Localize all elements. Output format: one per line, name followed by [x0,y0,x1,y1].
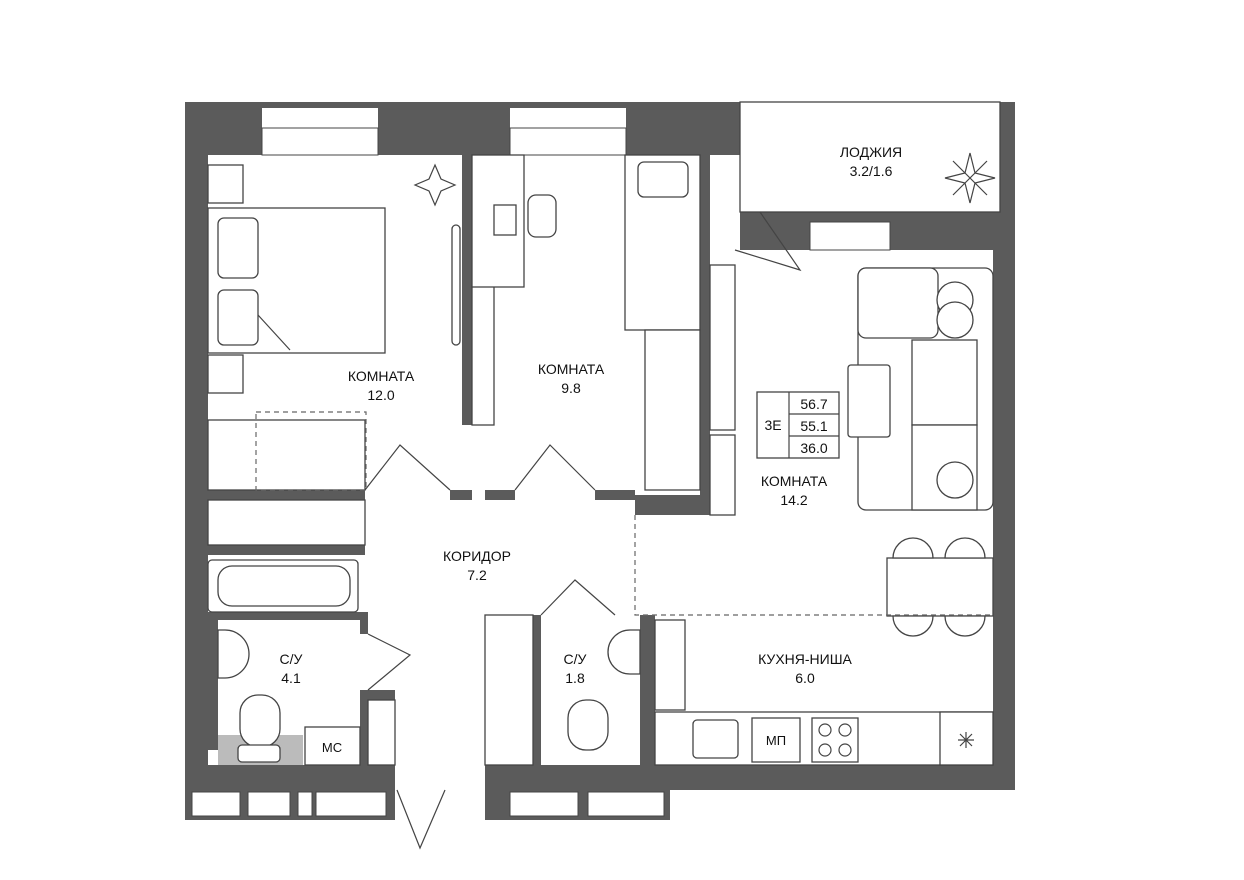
kitchen-sink [692,719,739,759]
toilet [567,699,609,751]
area-without-loggia: 55.1 [800,418,827,434]
bath2-name: С/У [564,651,587,667]
apartment-code: 3Е [764,417,781,433]
living-area-label: 14.2 [780,492,807,508]
radiator [471,284,495,426]
bedroom1-area: 12.0 [367,387,394,403]
bed [207,164,386,394]
loggia-outline [739,101,1001,213]
shoe-rack [367,699,396,766]
corridor-area: 7.2 [467,567,487,583]
loggia-name: ЛОДЖИЯ [840,144,902,160]
sink [217,629,250,679]
door [540,579,616,616]
bath1-name: С/У [280,651,303,667]
bath2-area: 1.8 [565,670,585,686]
bedroom2-name: КОМНАТА [538,361,605,377]
wardrobe [207,419,366,491]
wardrobe [207,499,366,546]
door [367,633,412,691]
fridge [654,619,686,711]
plant-icon [413,163,457,207]
microwave-label: МП [766,733,786,748]
toilet [239,694,281,748]
wardrobe [709,264,736,431]
door [514,444,596,491]
living-area: 36.0 [800,440,827,456]
stove-icon [811,717,859,763]
washer-label: МС [322,740,342,755]
room-labels: ЛОДЖИЯ 3.2/1.6 КОМНАТА 12.0 КОМНАТА 9.8 … [280,144,903,686]
bedroom1-name: КОМНАТА [348,368,415,384]
bath1-area: 4.1 [281,670,301,686]
plant-icon [944,152,996,204]
wardrobe [484,614,534,766]
sink [607,629,641,675]
walls [185,102,1015,820]
entrance-door [396,789,446,850]
kitchen-name: КУХНЯ-НИША [758,651,852,667]
living-name: КОМНАТА [761,473,828,489]
kitchen-area: 6.0 [795,670,815,686]
sofa [857,267,994,511]
coffee-table [847,364,891,438]
chairs [892,537,986,637]
asterisk-icon [958,732,974,748]
wardrobe [644,329,701,491]
radiator [709,434,736,516]
chair [527,194,557,238]
door [364,444,451,491]
laptop [493,204,517,236]
door [734,211,802,272]
dining-table [886,557,994,617]
total-area: 56.7 [800,396,827,412]
bedroom2-area: 9.8 [561,380,581,396]
microwave [751,717,801,763]
loggia-area: 3.2/1.6 [850,163,893,179]
area-summary: 3Е 56.7 55.1 36.0 [756,391,840,459]
washing-machine [304,726,361,766]
corridor-name: КОРИДОР [443,548,511,564]
